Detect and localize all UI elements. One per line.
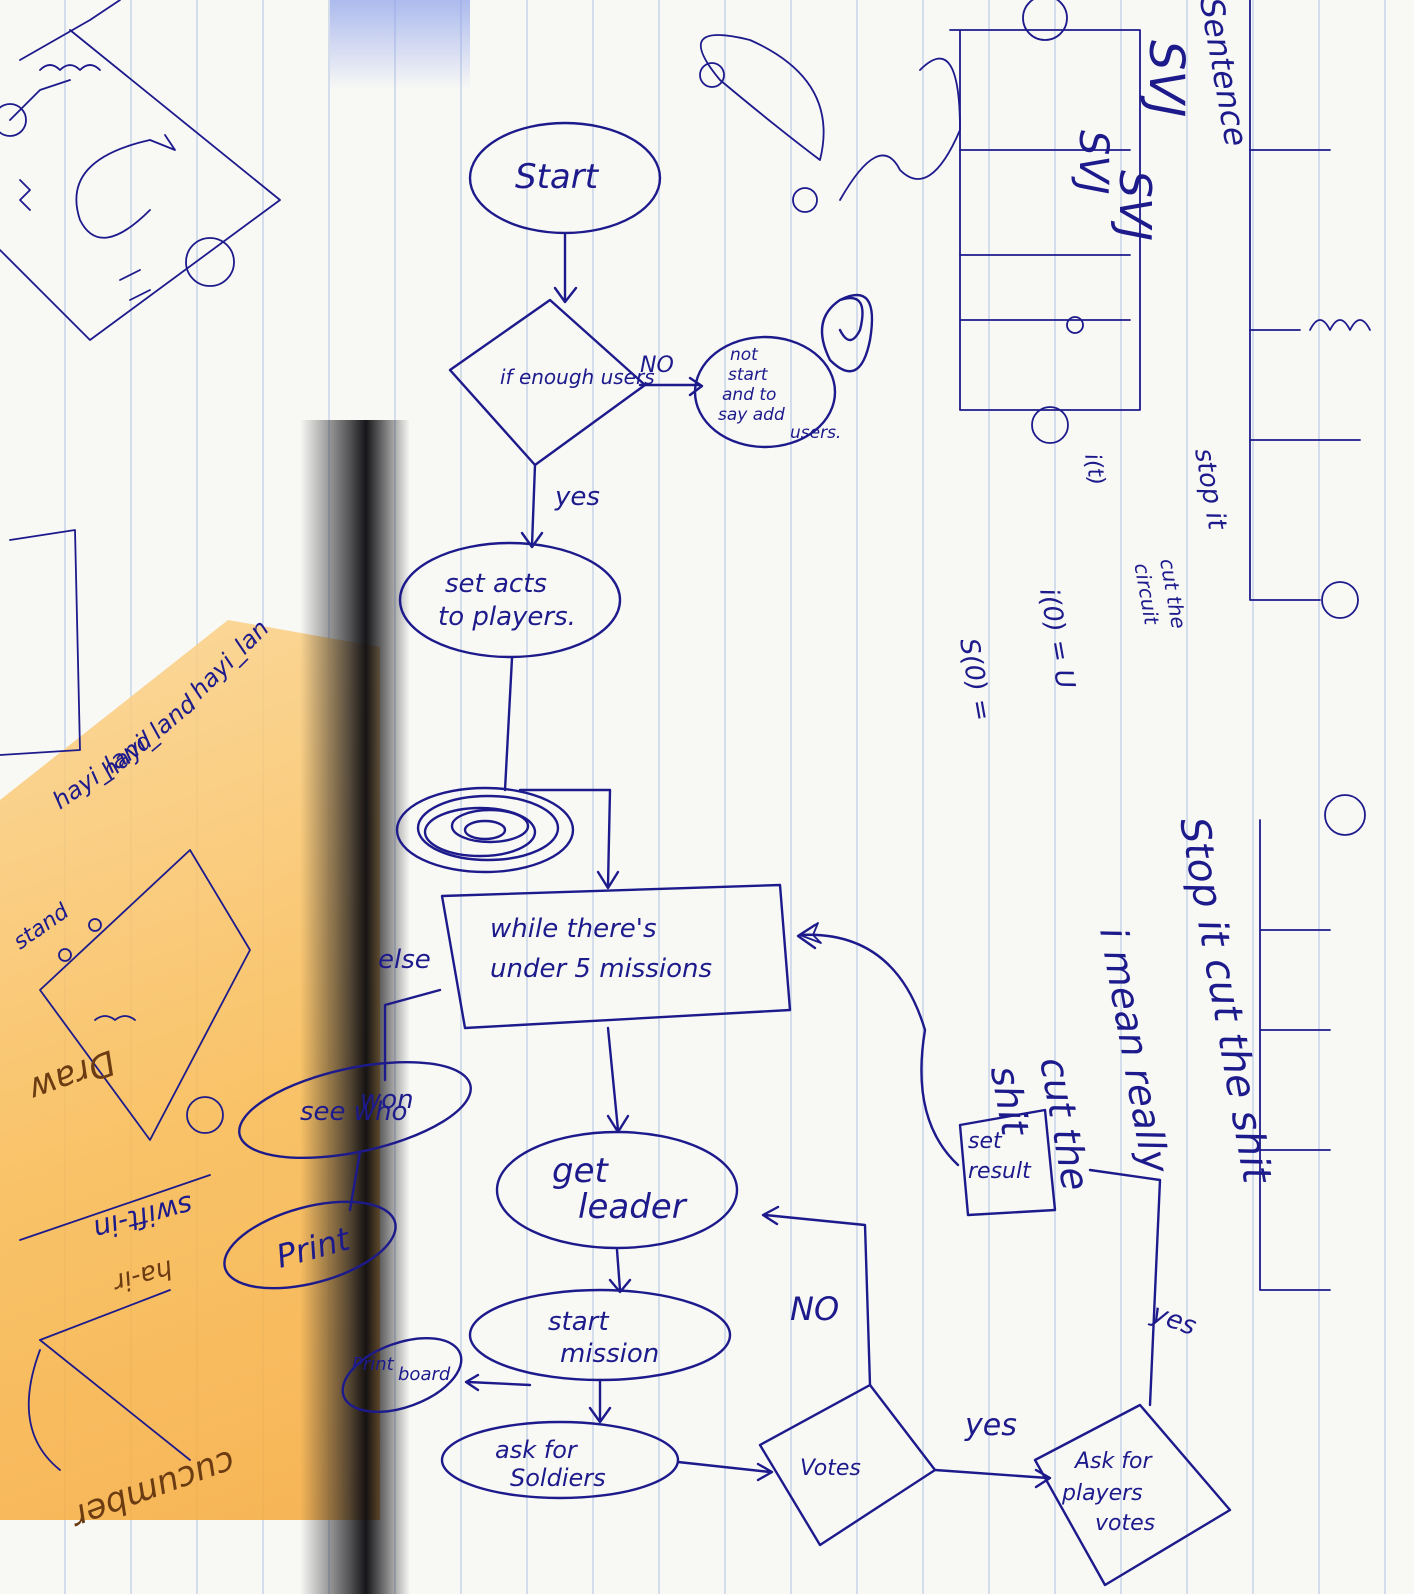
note-stop-it-cut-the-shit: Stop it cut the shit xyxy=(1170,814,1280,1188)
not-start-line-4: say add xyxy=(718,405,785,425)
else-label: else xyxy=(378,945,431,975)
start-label: Start xyxy=(515,157,600,197)
note-s-zero: S(0) = xyxy=(953,636,997,723)
left-note-3: hayi_lan xyxy=(184,614,274,704)
set-result-line-2: result xyxy=(968,1159,1032,1184)
arrow-votes-no xyxy=(761,1205,872,1387)
blue-highlight xyxy=(330,0,470,90)
start-mission-label: start mission xyxy=(548,1307,659,1369)
see-who-won-line-1: see who xyxy=(300,1097,407,1127)
arrow-result-to-while xyxy=(796,923,960,1167)
set-result-node xyxy=(958,1108,1057,1217)
arrow-mission-to-board xyxy=(464,1373,532,1392)
set-result-line-1: set xyxy=(968,1129,1003,1154)
get-leader-label: get leader xyxy=(552,1151,688,1227)
left-note-2: hayi_land xyxy=(96,689,202,785)
set-result-label: set result xyxy=(968,1129,1032,1184)
page-fold-shadow xyxy=(300,420,410,1594)
svj-mark-3: SVJ xyxy=(1070,130,1116,195)
note-cut-the-shit: cut the shit xyxy=(982,1054,1100,1215)
set-acts-line-1: set acts xyxy=(445,569,547,599)
ask-soldiers-line-2: Soldiers xyxy=(510,1464,606,1492)
arrowhead-scribble xyxy=(799,922,822,944)
print-node xyxy=(223,1200,397,1290)
decision-users-text: if enough users xyxy=(500,365,655,389)
ask-soldiers-line-1: ask for xyxy=(495,1436,579,1464)
ask-soldiers-label: ask for Soldiers xyxy=(495,1436,606,1492)
yes-label-1: yes xyxy=(554,482,600,512)
print-board-line-2: board xyxy=(398,1364,451,1385)
svj-mark-2: SVJ xyxy=(1109,170,1160,241)
get-leader-line-2: leader xyxy=(578,1187,688,1227)
set-acts-label: set acts to players. xyxy=(438,569,576,632)
arrow-mission-to-soldiers xyxy=(588,1378,612,1424)
left-note-4: stand xyxy=(9,899,75,955)
yes-label-2: yes xyxy=(964,1408,1017,1443)
print-board-node xyxy=(341,1337,463,1413)
not-start-line-2: start xyxy=(728,365,769,385)
ask-players-label: Ask for players votes xyxy=(1061,1449,1159,1536)
not-start-line-5: users. xyxy=(790,423,841,443)
flowchart: Start if enough users NO not start and t… xyxy=(223,121,1232,1587)
left-note-8: cucumber xyxy=(65,1442,240,1538)
ask-soldiers-node xyxy=(440,1420,680,1500)
set-acts-node xyxy=(398,541,622,659)
start-mission-line-1: start xyxy=(548,1307,609,1337)
decision-users-label: if enough users xyxy=(500,365,655,389)
arrow-votes-yes xyxy=(933,1468,1052,1489)
arrow-players-yes xyxy=(1088,1168,1162,1407)
arrow-else xyxy=(383,988,442,1082)
arrow-start-to-decision xyxy=(553,233,578,304)
ask-players-line-3: votes xyxy=(1095,1511,1155,1536)
not-start-node xyxy=(693,335,837,449)
ask-players-line-2: players xyxy=(1061,1481,1143,1506)
while-loop-node xyxy=(440,883,792,1030)
see-who-won-label: see who won xyxy=(300,1085,416,1127)
arrow-set-acts-down xyxy=(503,656,514,792)
see-who-won-node xyxy=(238,1060,472,1160)
yes-label-3: yes xyxy=(1147,1298,1200,1342)
print-label: Print xyxy=(272,1219,355,1275)
note-cut-the-2: cut the xyxy=(1031,1054,1098,1194)
print-board-line-1: Print xyxy=(352,1354,395,1375)
arrow-won-to-print xyxy=(348,1150,362,1212)
note-stop-it-1: stop it xyxy=(1188,446,1232,533)
arrow-while-to-leader xyxy=(606,1026,630,1134)
ask-players-line-1: Ask for xyxy=(1073,1449,1153,1474)
start-node xyxy=(468,121,662,235)
while-line-2: under 5 missions xyxy=(490,954,712,984)
left-circuit-doodles: hayi_land hayi_land hayi_lan stand Draw … xyxy=(0,0,281,1538)
note-i-t: i(t) xyxy=(1079,452,1109,488)
right-circuit-doodles: SVJ SVJ SVJ Sentence xyxy=(699,0,1371,1291)
no-label-1: NO xyxy=(640,353,674,378)
sentence-note: Sentence xyxy=(1192,0,1255,149)
start-mission-line-2: mission xyxy=(560,1339,659,1369)
note-i-mean-really: i mean really xyxy=(1091,924,1178,1177)
not-start-line-3: and to xyxy=(722,385,776,405)
arrow-scribble-to-while xyxy=(518,788,620,890)
see-who-won-line-2: won xyxy=(360,1085,414,1115)
no-label-2: NO xyxy=(790,1290,839,1328)
arrow-leader-to-mission xyxy=(608,1248,632,1294)
note-cut-the-circuit: cut the circuit xyxy=(1129,557,1192,642)
print-board-label: Print board xyxy=(352,1354,451,1385)
not-start-line-1: not xyxy=(730,345,759,365)
note-i-zero: i(0) = U xyxy=(1033,586,1080,691)
scribbled-out-node xyxy=(395,786,575,874)
svj-mark-1: SVJ xyxy=(1138,40,1194,117)
not-start-label: not start and to say add users. xyxy=(718,345,841,443)
vertical-notes: stop it cut the circuit i(t) i(0) = U S(… xyxy=(953,446,1280,1215)
set-acts-line-2: to players. xyxy=(438,602,576,632)
get-leader-line-1: get xyxy=(552,1151,610,1191)
ask-players-node xyxy=(1033,1403,1232,1587)
get-leader-node xyxy=(495,1130,739,1250)
votes-label: Votes xyxy=(800,1456,861,1481)
left-note-5: Draw xyxy=(23,1042,120,1110)
while-loop-label: while there's under 5 missions xyxy=(490,914,712,984)
while-line-1: while there's xyxy=(490,914,657,944)
arrow-decision-yes xyxy=(520,463,544,549)
arrow-soldiers-to-votes xyxy=(676,1460,774,1482)
